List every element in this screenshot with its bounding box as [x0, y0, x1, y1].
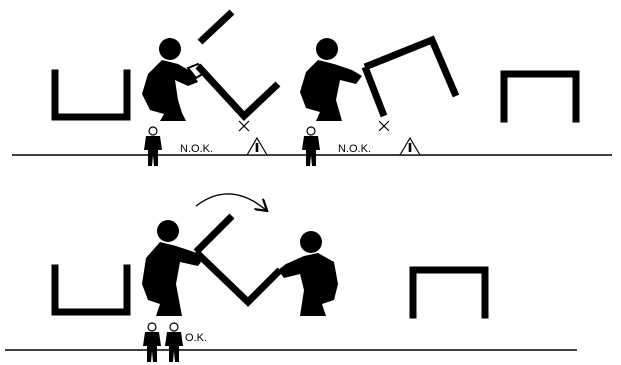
rotation-arrow-icon: [196, 194, 266, 210]
scene-one-person-lift-a: N.O.K.: [142, 12, 278, 166]
verdict-label: N.O.K.: [180, 143, 213, 155]
scene-one-person-lift-b: N.O.K.: [300, 38, 456, 166]
table-flipping-icon: [198, 66, 278, 116]
warning-triangle-icon: [400, 138, 420, 155]
verdict-label: N.O.K.: [338, 143, 371, 155]
verdict-label: O.K.: [185, 332, 207, 344]
table-lifted-icon: [365, 40, 456, 116]
table-leg-loose: [200, 12, 232, 42]
table-upright-icon: [504, 74, 576, 119]
warning-triangle-icon: [247, 138, 267, 155]
top-row: N.O.K. N.O.: [12, 12, 612, 166]
crouching-worker-icon: [142, 220, 204, 316]
table-upright-icon: [413, 270, 485, 315]
worker-icon: [144, 127, 162, 166]
pivot-point-icon: [379, 121, 389, 131]
scene-two-person-lift: O.K.: [142, 194, 338, 362]
crouching-worker-icon: [300, 38, 362, 121]
worker-icon: [143, 323, 161, 362]
worker-icon: [165, 323, 183, 362]
table-flipping-icon: [196, 216, 280, 302]
crouching-worker-icon: [278, 231, 338, 316]
worker-icon: [302, 127, 320, 166]
crouching-worker-icon: [142, 38, 198, 121]
table-upside-down-icon: [55, 268, 127, 312]
bottom-row: O.K.: [5, 194, 577, 362]
table-upside-down-icon: [55, 73, 127, 117]
pivot-point-icon: [239, 121, 249, 131]
